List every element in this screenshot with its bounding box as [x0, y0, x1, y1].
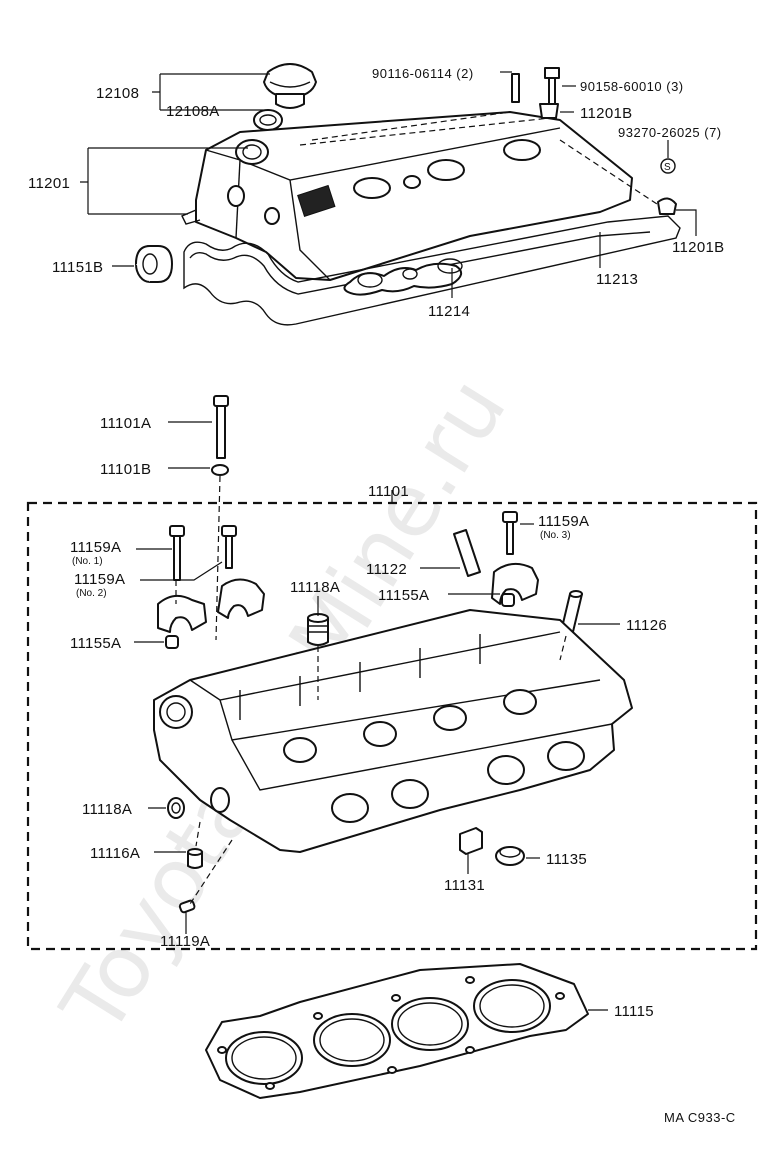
label-90158-60010: 90158-60010 (3) [580, 79, 684, 94]
label-11201b-right: 11201B [672, 239, 724, 256]
label-11159a-no1: 11159A [70, 539, 121, 556]
dash-plug-bottom [189, 839, 233, 905]
label-11155a-left: 11155A [70, 635, 121, 652]
plug-11118a-left [167, 797, 185, 819]
cylinder-head [153, 609, 633, 853]
label-11159a-no2: 11159A [74, 571, 125, 588]
leader-11201-bracket [80, 147, 248, 215]
sealant-symbol-circle [660, 158, 676, 174]
label-11151b: 11151B [52, 259, 103, 276]
label-11101a: 11101A [100, 415, 151, 432]
label-11201b-top: 11201B [580, 105, 632, 122]
cover-stud-bolt [511, 73, 520, 103]
label-11116a: 11116A [90, 845, 140, 862]
plug-11116a [187, 848, 203, 869]
camshaft-bearing-cap-right [491, 562, 539, 605]
label-11135: 11135 [546, 851, 587, 868]
oil-filler-cap [263, 63, 317, 109]
label-12108: 12108 [96, 85, 139, 102]
sublabel-11159a-no1: (No. 1) [72, 556, 103, 567]
label-11115: 11115 [614, 1003, 654, 1020]
valve-cover [181, 111, 633, 281]
label-90116-06114: 90116-06114 (2) [372, 66, 474, 81]
label-11201: 11201 [28, 175, 70, 192]
dowel-pin-right [501, 593, 515, 607]
leader-11159a-no2 [140, 561, 223, 581]
sublabel-11159a-no2: (No. 2) [76, 588, 107, 599]
label-11122: 11122 [366, 561, 407, 578]
label-11101b: 11101B [100, 461, 151, 478]
grommet-top [539, 103, 559, 119]
label-12108a: 12108A [166, 103, 220, 120]
label-11118a-top: 11118A [290, 579, 340, 596]
grommet-right [657, 197, 677, 215]
exhaust-ports [331, 741, 585, 823]
sublabel-11159a-no3: (No. 3) [540, 530, 571, 541]
dash-bolt-to-head [215, 475, 221, 641]
camshaft-bearing-cap-left [157, 594, 207, 633]
bearing-cap-bolt-no3 [502, 511, 518, 555]
dash-stud-11126 [559, 635, 567, 661]
bearing-cap-bolt-no1 [169, 525, 185, 581]
cam-bearing-cap-bolt-long [213, 395, 229, 459]
intake-ports [283, 689, 537, 763]
plug-11118a-top [307, 613, 329, 646]
label-11155a-right: 11155A [378, 587, 429, 604]
diagram-code: MA C933-C [664, 1110, 736, 1125]
leader-11201b-right [676, 209, 697, 236]
label-11131: 11131 [444, 877, 485, 894]
dowel-pin-left [165, 635, 179, 649]
label-11213: 11213 [596, 271, 638, 288]
label-11126: 11126 [626, 617, 667, 634]
filler-cap-gasket [253, 109, 283, 131]
stud-11122 [453, 529, 481, 577]
leader-12108-bracket [152, 73, 270, 111]
label-11118a-left: 11118A [82, 801, 132, 818]
label-93270-26025: 93270-26025 (7) [618, 125, 722, 140]
bolt-washer [211, 464, 229, 476]
cover-bolt [544, 67, 560, 105]
camshaft-oil-seal [135, 245, 173, 283]
seal-ring-11135 [495, 846, 525, 866]
dash-stud-to-cover [311, 111, 511, 141]
camshaft-bearing-cap-center [217, 578, 265, 619]
seal-11131 [459, 827, 483, 855]
sealant-symbol: S [664, 162, 671, 173]
dash-plug-left [195, 821, 201, 847]
label-11214: 11214 [428, 303, 470, 320]
cylinder-head-gasket [205, 963, 589, 1099]
label-11119a: 11119A [160, 933, 210, 950]
label-11101: 11101 [368, 483, 409, 500]
label-11159a-no3: 11159A [538, 513, 589, 530]
dash-bolt-to-cover [299, 117, 551, 146]
bearing-cap-bolt-no2 [221, 525, 237, 569]
valve-cover-gasket [183, 215, 681, 326]
